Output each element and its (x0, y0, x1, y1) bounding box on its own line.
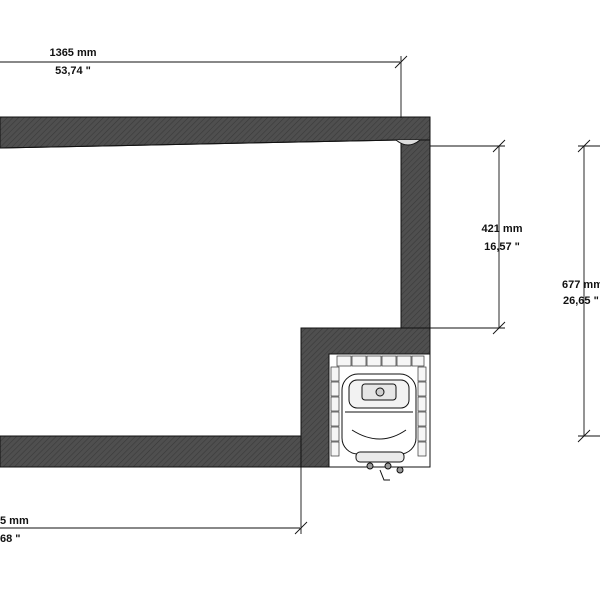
far-right-height-imperial: 26,65 " (563, 295, 599, 307)
bottom-wall (0, 435, 302, 468)
niche-outline (329, 354, 431, 468)
top-wall-inner-line (0, 139, 401, 149)
tile-grid-icon (330, 355, 427, 457)
top-width-metric: 1365 mm (49, 47, 96, 59)
bottom-width-imperial: 68 " (0, 533, 21, 545)
corner-detail (395, 139, 421, 146)
top-width-dimension (0, 55, 408, 118)
right-wall-upper (400, 139, 431, 329)
right-upper-height-imperial: 16,57 " (484, 241, 520, 253)
far-right-height-metric: 677 mm (562, 279, 600, 291)
bottom-width-metric: 5 mm (0, 515, 29, 527)
far-right-height-dimension (577, 139, 600, 443)
wall-mounted-boiler-icon (341, 373, 417, 481)
bottom-width-dimension (0, 467, 308, 535)
walls (0, 116, 431, 468)
top-width-imperial: 53,74 " (55, 65, 91, 77)
right-upper-height-dimension (430, 139, 506, 335)
right-upper-height-metric: 421 mm (482, 223, 523, 235)
